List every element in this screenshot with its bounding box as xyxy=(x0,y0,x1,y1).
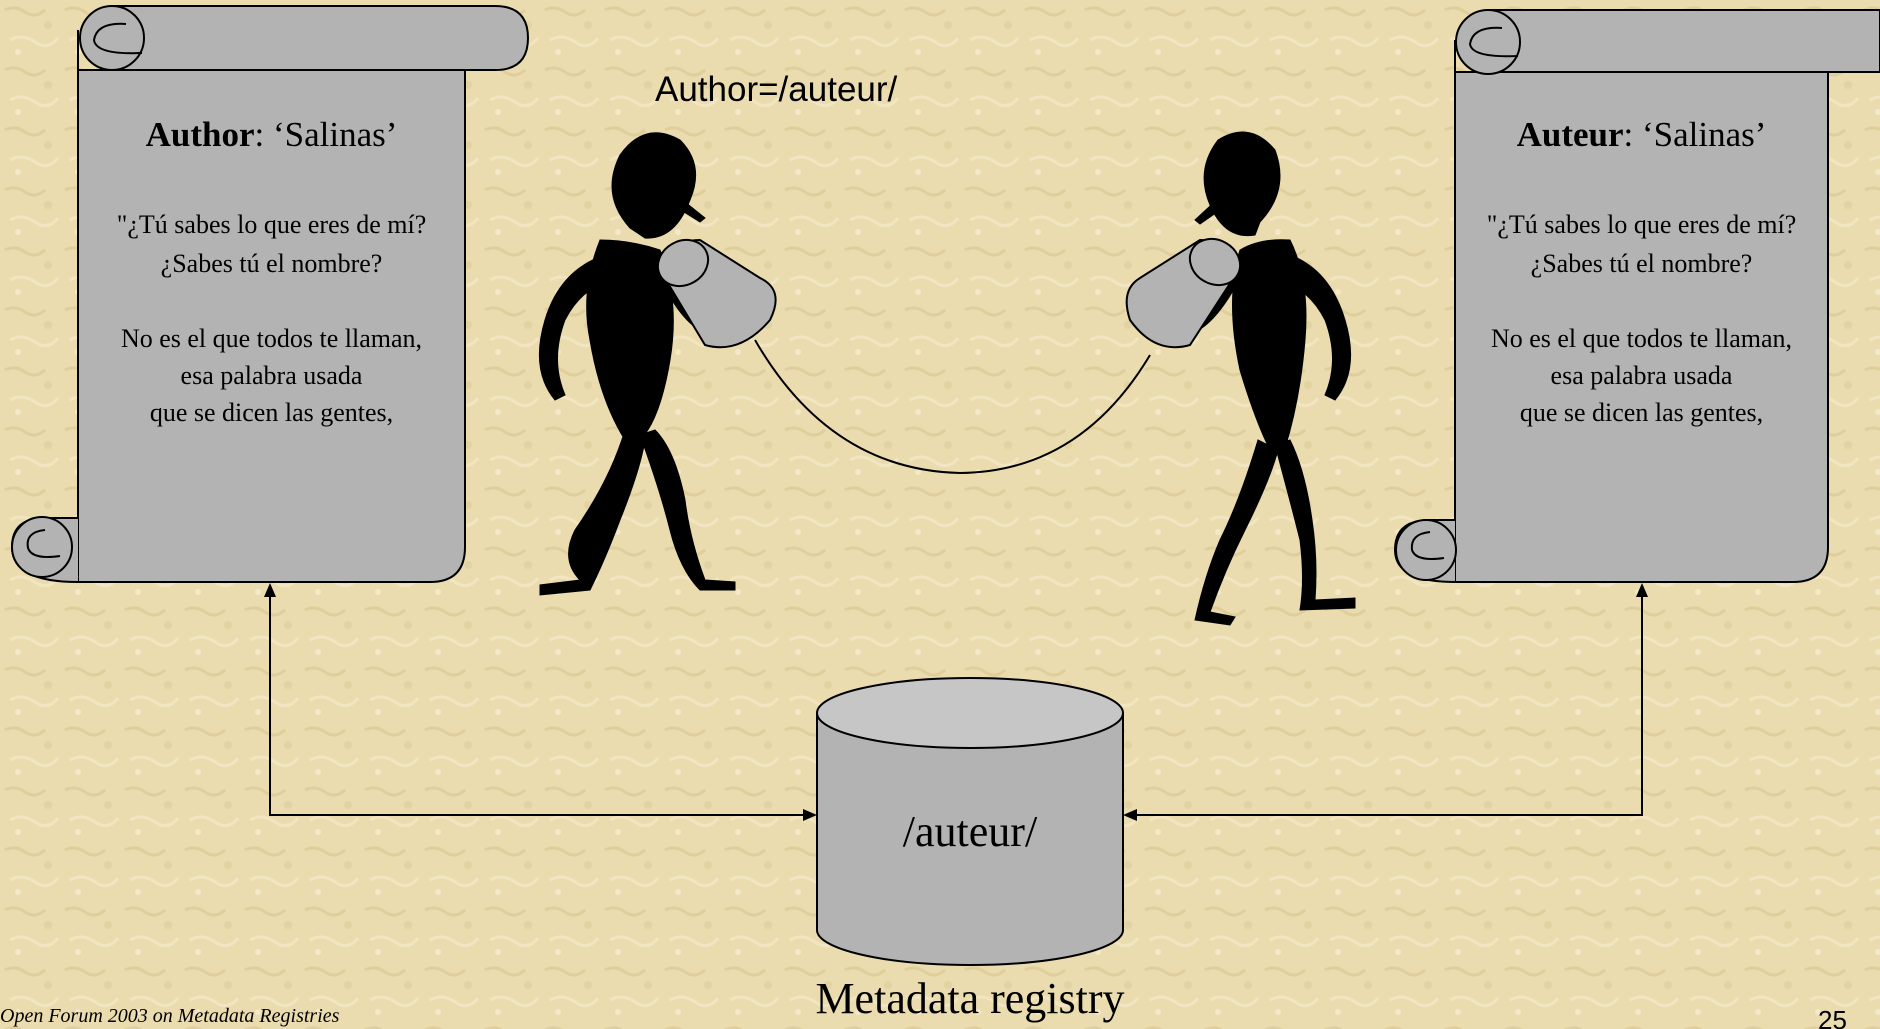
left-scroll-title-key: Author xyxy=(145,115,255,154)
registry-cylinder-icon xyxy=(816,677,1124,966)
right-scroll-icon xyxy=(1393,9,1880,583)
right-poem-line: No es el que todos te llaman, xyxy=(1490,324,1793,353)
left-up-arrowhead xyxy=(264,583,276,597)
left-poem-line: "¿Tú sabes lo que eres de mí? xyxy=(116,210,427,239)
right-up-arrowhead xyxy=(1636,583,1648,597)
right-poem-line: "¿Tú sabes lo que eres de mí? xyxy=(1486,210,1797,239)
right-connector-arrow xyxy=(1134,592,1643,816)
registry-value: /auteur/ xyxy=(902,807,1038,856)
footer-text: Open Forum 2003 on Metadata Registries xyxy=(0,1005,340,1027)
right-poem-line: que se dicen las gentes, xyxy=(1519,398,1764,427)
slide-number: 25 xyxy=(1818,1005,1847,1029)
left-poem-line: ¿Sabes tú el nombre? xyxy=(160,249,383,278)
person-right-icon xyxy=(1189,131,1356,626)
registry-right-arrowhead xyxy=(1123,809,1137,821)
left-poem-line: esa palabra usada xyxy=(180,361,363,390)
tin-can-right-icon xyxy=(1125,237,1242,349)
right-poem-line: esa palabra usada xyxy=(1550,361,1733,390)
person-left-icon xyxy=(538,132,736,596)
right-scroll-title-value: : ‘Salinas’ xyxy=(1623,115,1767,154)
right-poem-line: ¿Sabes tú el nombre? xyxy=(1530,249,1753,278)
right-scroll-title-key: Auteur xyxy=(1516,115,1624,154)
left-poem-line: que se dicen las gentes, xyxy=(149,398,394,427)
registry-caption: Metadata registry xyxy=(815,974,1125,1023)
tin-can-left-icon xyxy=(656,238,777,349)
registry-left-arrowhead xyxy=(803,809,817,821)
left-connector-arrow xyxy=(269,592,806,816)
right-scroll-title: Auteur: ‘Salinas’ xyxy=(1455,115,1828,155)
left-poem-line: No es el que todos te llaman, xyxy=(120,324,423,353)
string-connector xyxy=(754,339,1151,475)
left-scroll-icon xyxy=(10,5,530,583)
left-scroll-title-value: : ‘Salinas’ xyxy=(254,115,398,154)
left-scroll-title: Author: ‘Salinas’ xyxy=(78,115,465,155)
mapping-label: Author=/auteur/ xyxy=(655,70,898,109)
